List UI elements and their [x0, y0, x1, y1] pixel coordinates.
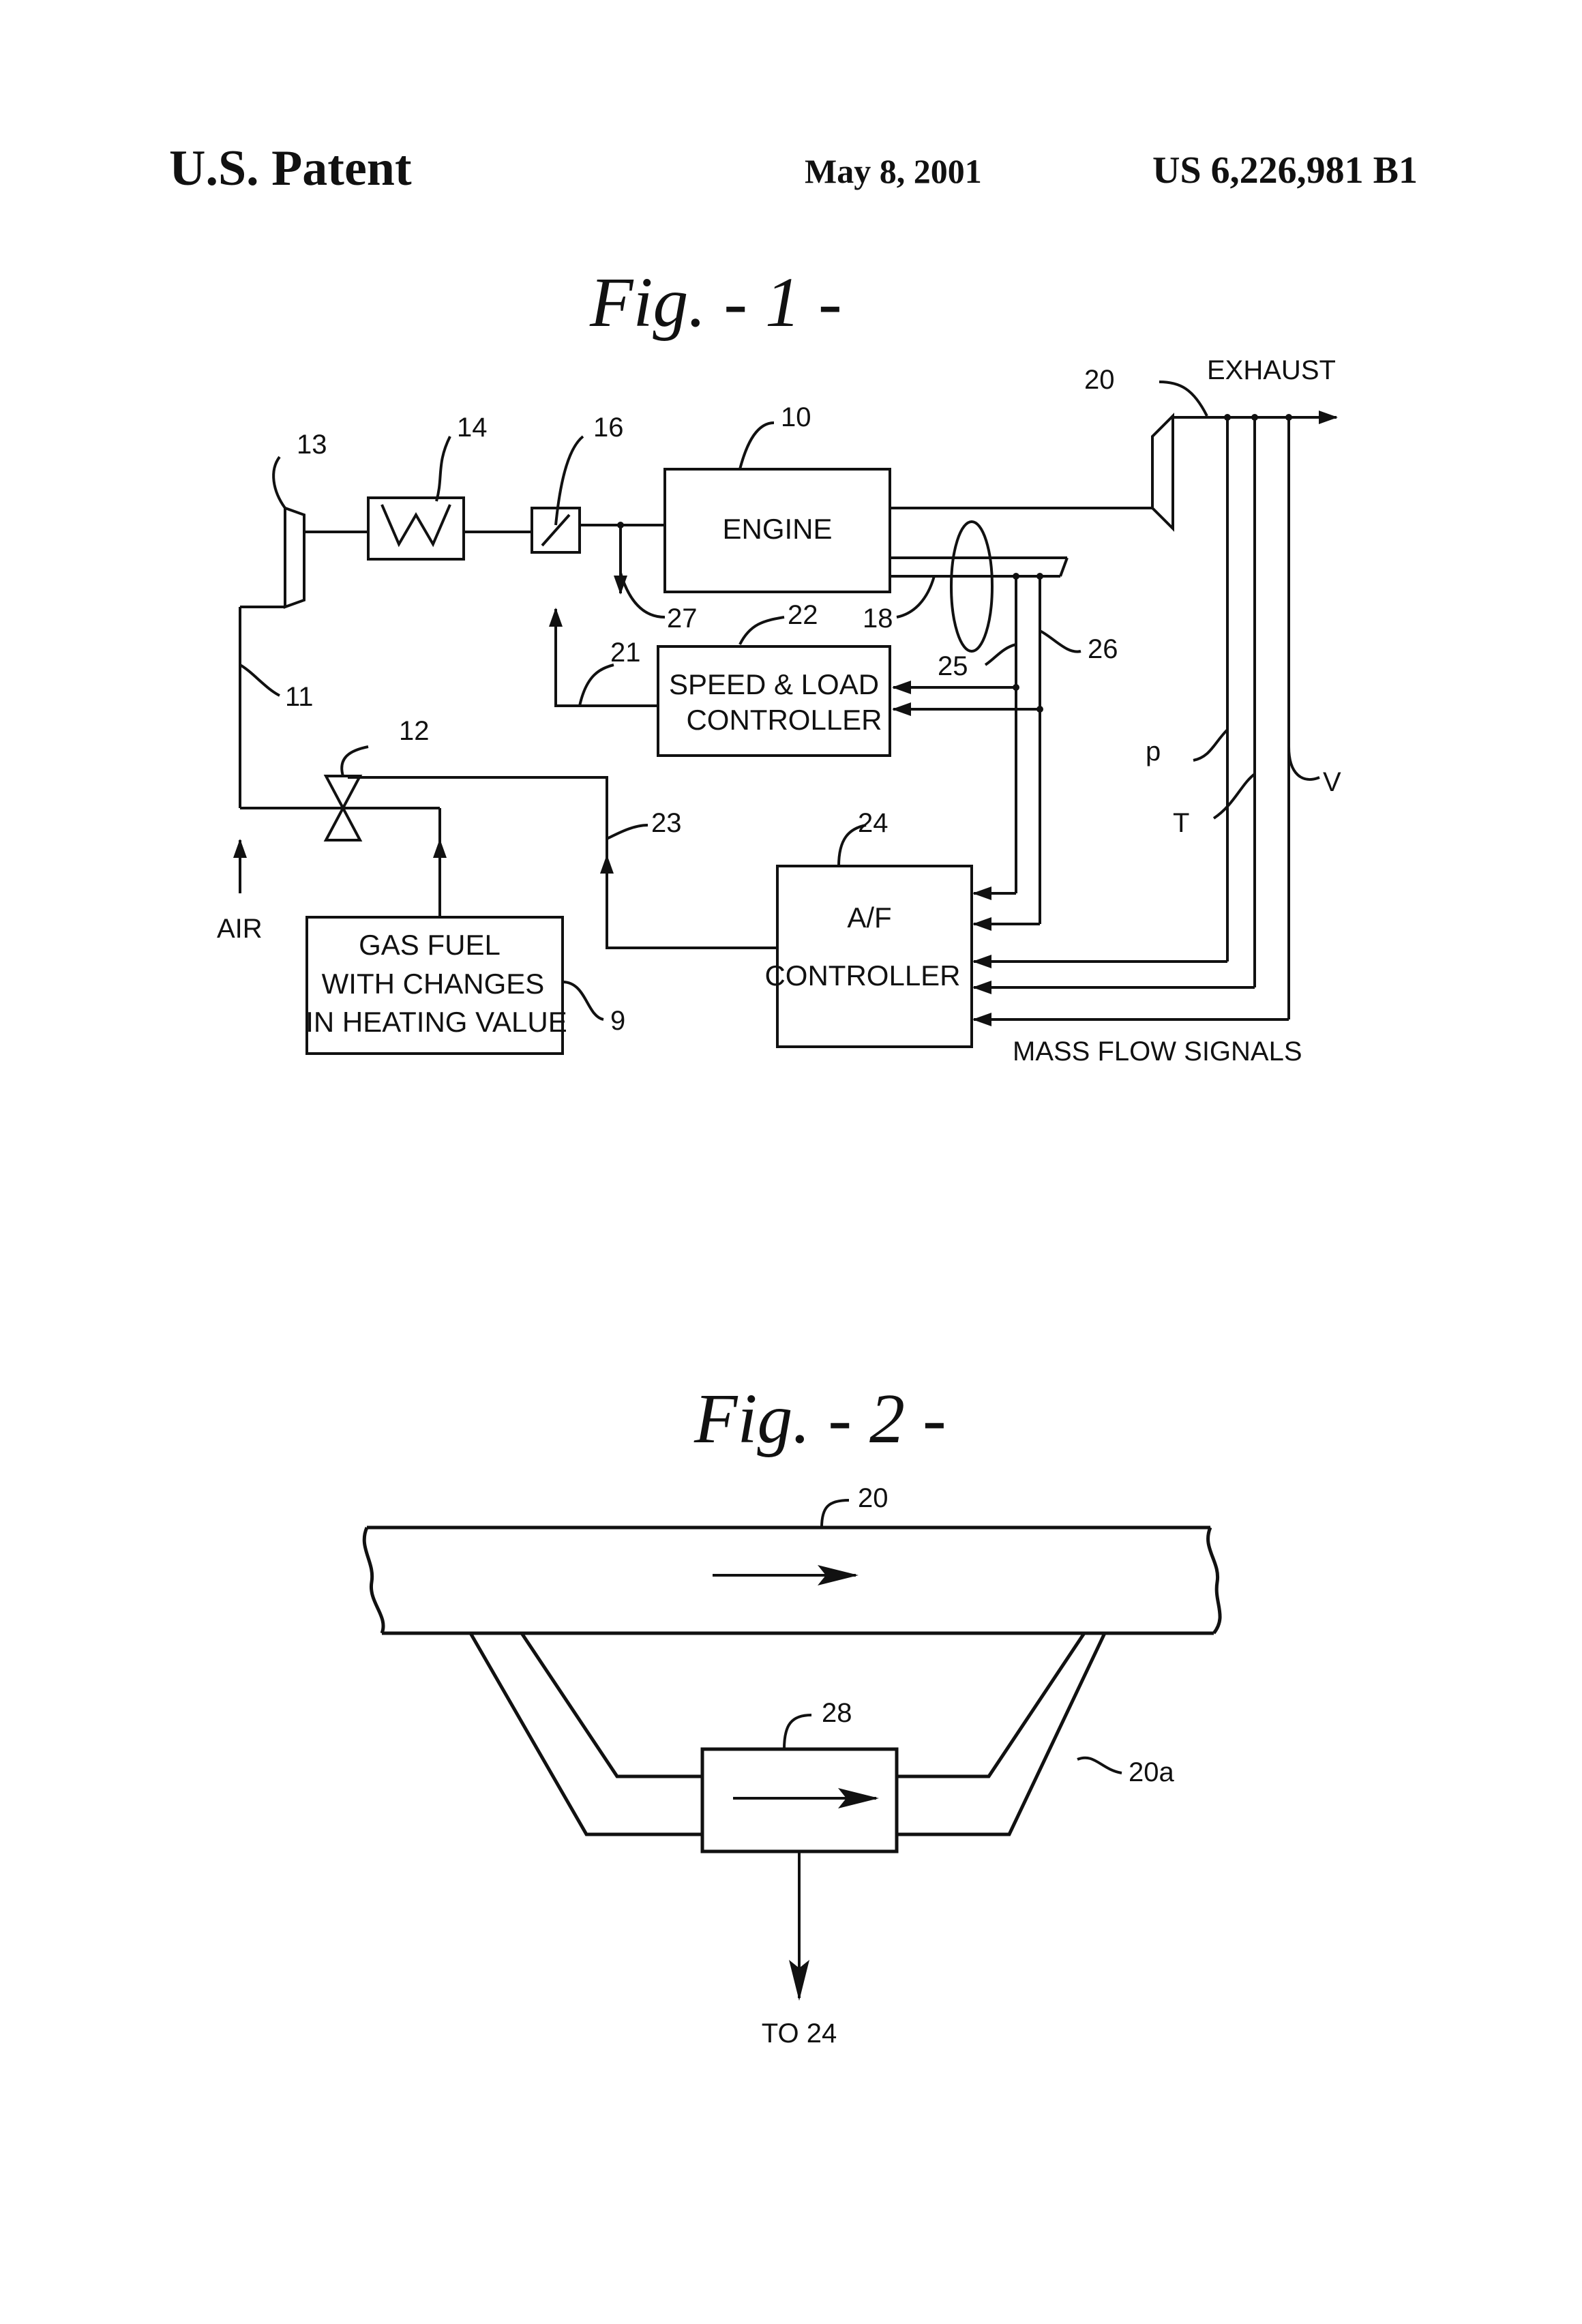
- fig2-ref-28: 28: [822, 1698, 852, 1728]
- speed-load-label-2: CONTROLLER: [686, 704, 882, 736]
- gas-fuel-box-9: GAS FUEL WITH CHANGES IN HEATING VALUE: [305, 808, 567, 1054]
- signal-p: p: [1146, 736, 1161, 766]
- ref-23: 23: [651, 808, 682, 838]
- fuel-label-3: IN HEATING VALUE: [305, 1006, 567, 1038]
- fig2-ref-20: 20: [858, 1483, 889, 1513]
- fuel-label-2: WITH CHANGES: [322, 968, 545, 1000]
- compressor-13: [285, 508, 368, 607]
- reference-leaders: [240, 382, 1319, 1019]
- turbine: [1152, 416, 1173, 528]
- air-label: AIR: [217, 914, 263, 944]
- engine-label: ENGINE: [722, 513, 832, 545]
- ref-20: 20: [1084, 365, 1115, 395]
- speed-load-label-1: SPEED & LOAD: [669, 668, 879, 700]
- air-line-11: [240, 607, 285, 893]
- fuel-label-1: GAS FUEL: [359, 929, 501, 961]
- ref-26: 26: [1088, 634, 1118, 664]
- signal-v: V: [1323, 767, 1341, 797]
- control-line-21: [556, 609, 658, 706]
- fuel-valve-12: [240, 776, 440, 840]
- fig2-leaders: [784, 1500, 1122, 1773]
- engine-10: ENGINE: [665, 469, 890, 592]
- intercooler-14: [368, 498, 532, 559]
- ref-12: 12: [399, 716, 430, 746]
- speed-load-controller-22: SPEED & LOAD CONTROLLER: [658, 646, 890, 756]
- fig2-ref-20a: 20a: [1129, 1757, 1174, 1787]
- ref-16: 16: [593, 413, 624, 443]
- mass-flow-label: MASS FLOW SIGNALS: [1013, 1037, 1302, 1067]
- ref-18: 18: [863, 604, 893, 634]
- ref-9: 9: [610, 1006, 625, 1036]
- exhaust-label: EXHAUST: [1207, 355, 1336, 385]
- mass-flow-signals: [974, 414, 1292, 1019]
- sensor-28: [702, 1749, 897, 1998]
- ref-14: 14: [457, 413, 488, 443]
- throttle-16: [532, 508, 665, 593]
- bypass-pipe-20a: [471, 1633, 1105, 1834]
- ref-13: 13: [297, 430, 327, 460]
- to-24-label: TO 24: [762, 2018, 837, 2049]
- ref-25: 25: [938, 651, 968, 681]
- ref-27: 27: [667, 604, 698, 634]
- ref-10: 10: [781, 402, 811, 432]
- fig1-title: Fig. - 1 -: [589, 263, 842, 342]
- af-label-2: CONTROLLER: [764, 959, 960, 992]
- ref-21: 21: [610, 638, 641, 668]
- ref-11: 11: [285, 682, 314, 712]
- af-label-1: A/F: [847, 902, 891, 934]
- fig2-title: Fig. - 2 -: [693, 1380, 946, 1458]
- signal-lines-25-26: [893, 573, 1043, 924]
- af-controller-24: A/F CONTROLLER: [764, 866, 972, 1047]
- ref-22: 22: [788, 600, 818, 630]
- main-pipe-20: [364, 1528, 1220, 1633]
- signal-t: T: [1173, 808, 1189, 838]
- ref-24: 24: [858, 808, 889, 838]
